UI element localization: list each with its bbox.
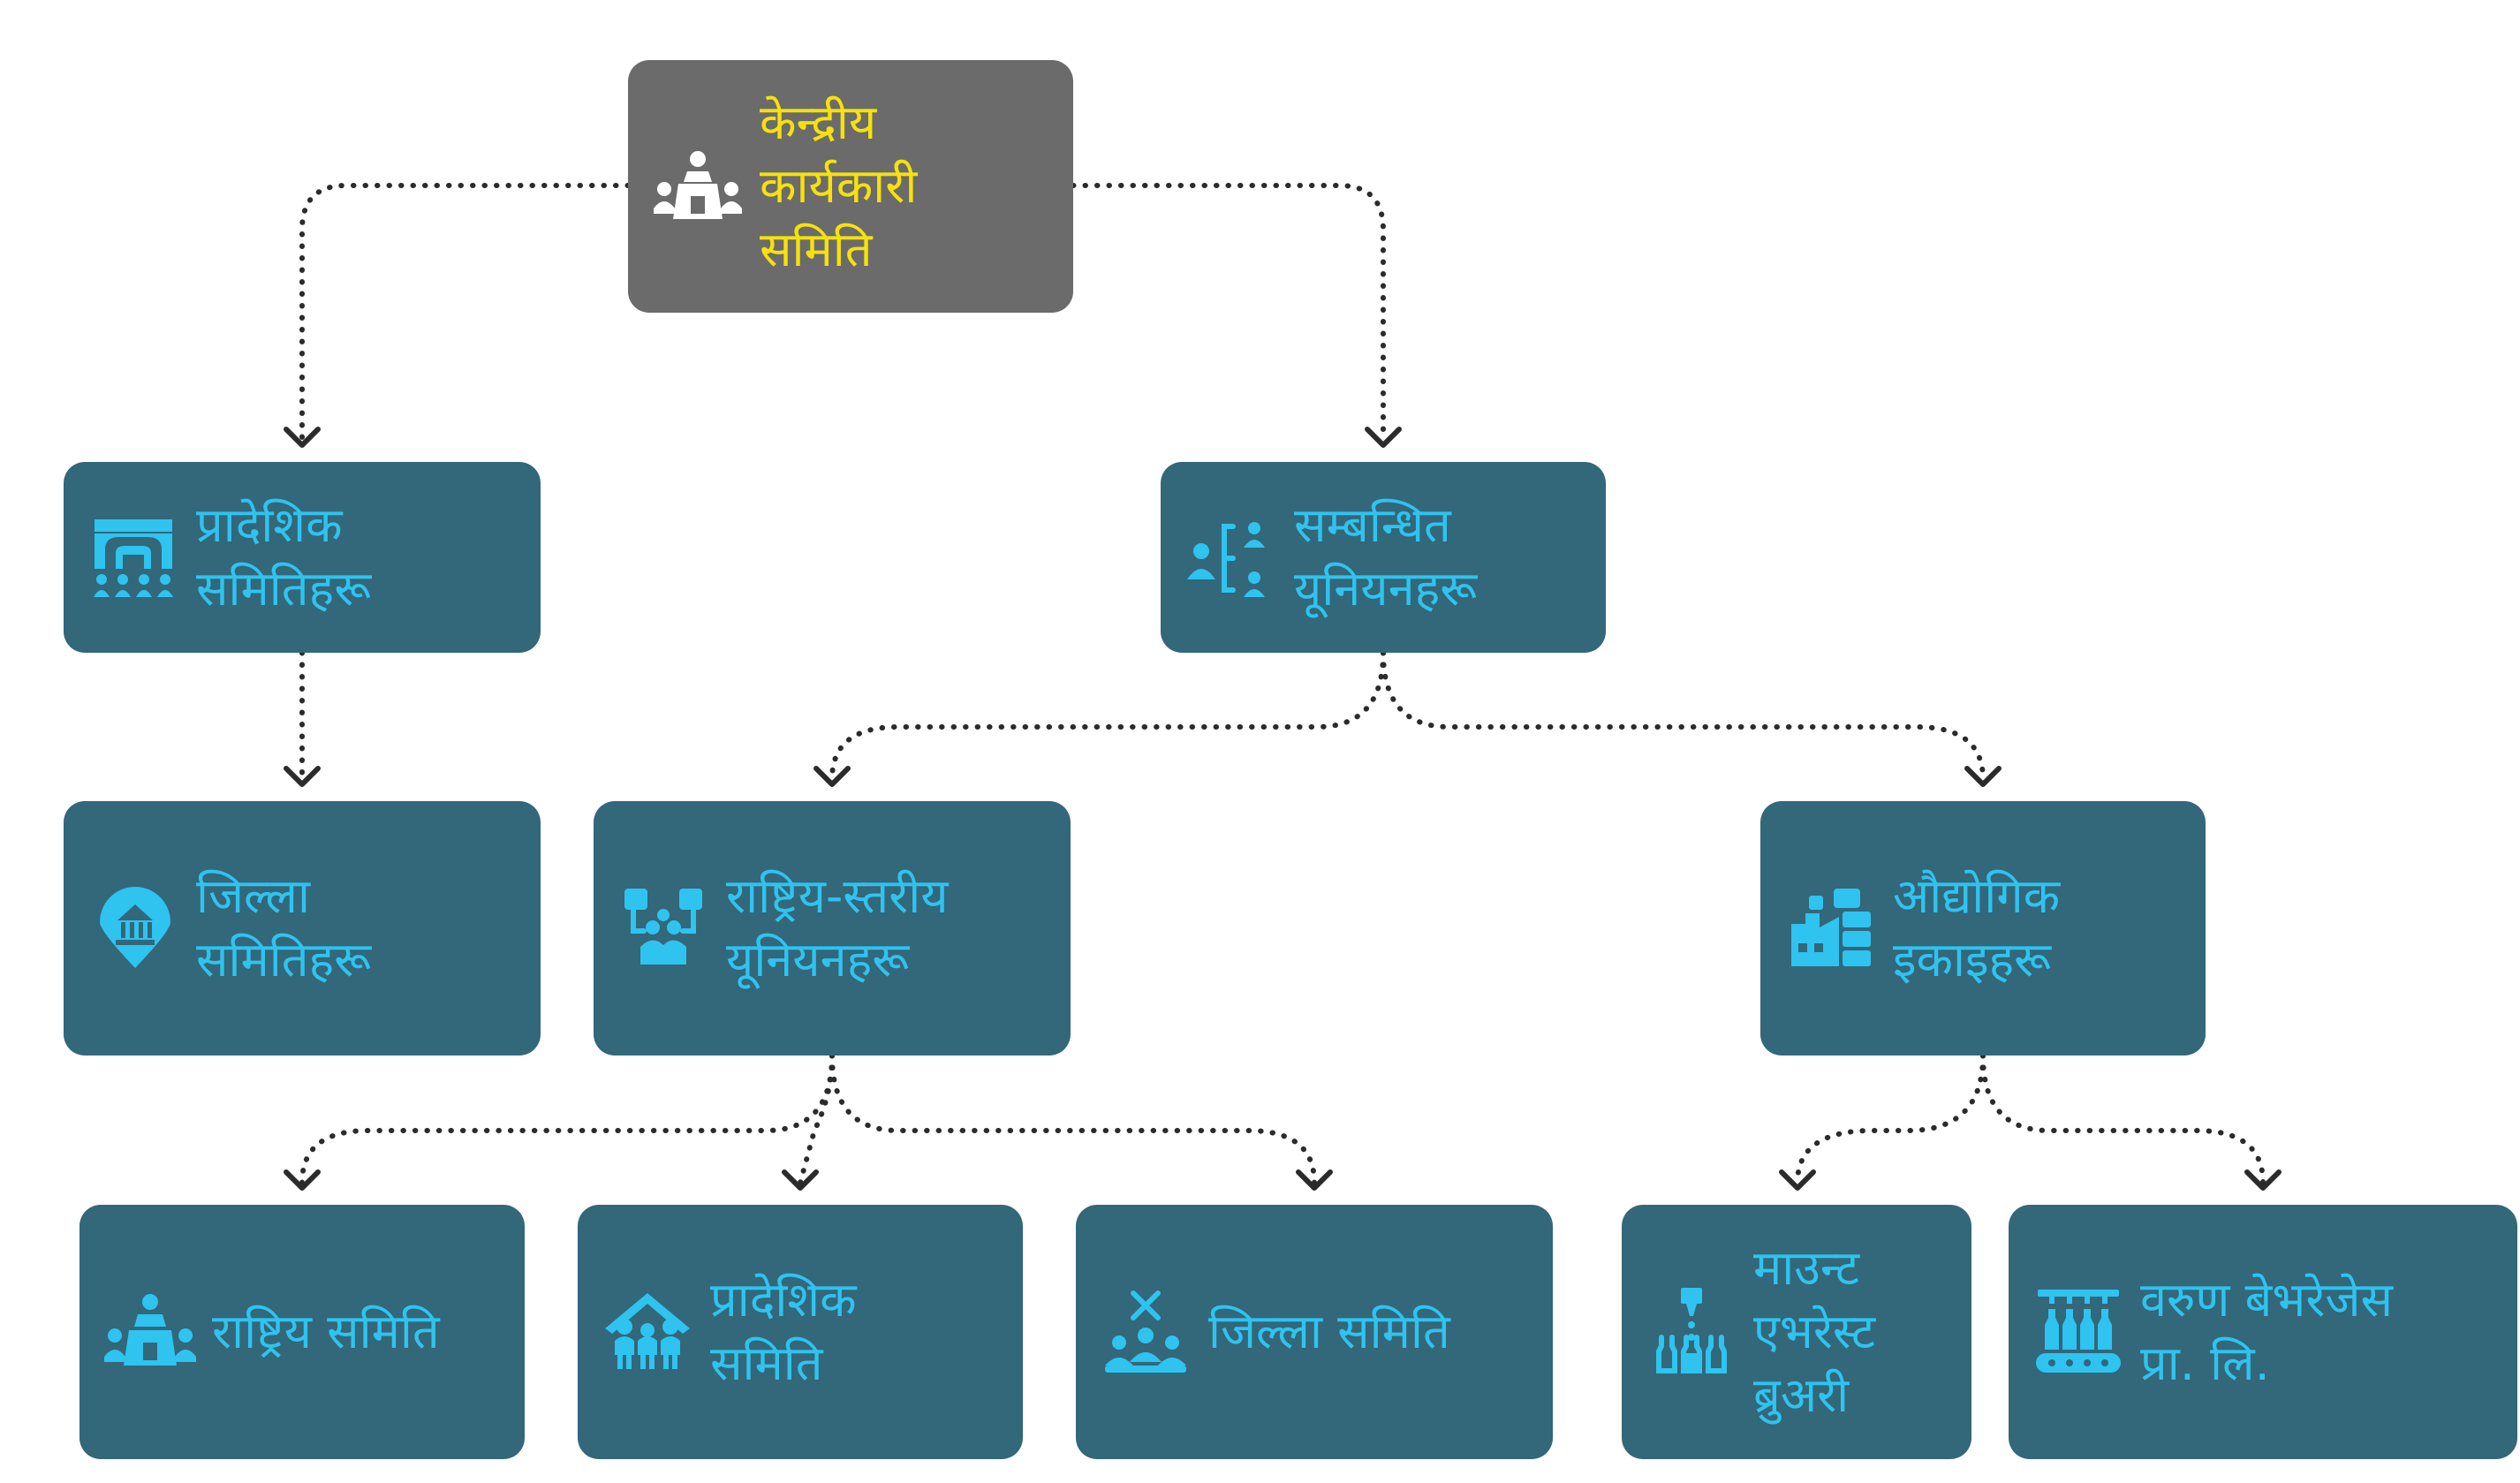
group-cross-icon bbox=[1105, 1290, 1186, 1373]
node-box bbox=[1760, 801, 2206, 1056]
arrowhead-district_committees bbox=[284, 766, 321, 787]
node-label-line: राष्ट्रिय समिति bbox=[212, 1304, 441, 1359]
connector-national_unions-to-national_committee bbox=[299, 1053, 835, 1185]
node-central[interactable]: केन्द्रीय कार्यकारी समिति bbox=[628, 60, 1073, 313]
node-varun-beverages[interactable]: वरुण बेभरेजेस प्रा. लि. bbox=[2009, 1205, 2517, 1459]
node-label-line: सम्बन्धित bbox=[1294, 497, 1452, 553]
arrowhead-mount_everest bbox=[1779, 1169, 1816, 1191]
node-affiliated-unions[interactable]: सम्बन्धित यूनियनहरू bbox=[1161, 462, 1606, 653]
node-district-committees[interactable]: जिल्ला समितिहरू bbox=[64, 801, 541, 1056]
connector-affiliated_unions-to-national_unions bbox=[829, 650, 1386, 782]
podium-people-icon bbox=[104, 1294, 196, 1366]
arrowhead-varun_beverages bbox=[2244, 1169, 2282, 1191]
connector-industrial_units-to-mount_everest bbox=[1795, 1053, 1986, 1185]
node-national-unions[interactable]: राष्ट्रिय-स्तरीय यूनियनहरू bbox=[594, 801, 1071, 1056]
node-label-line: केन्द्रीय bbox=[760, 95, 878, 150]
node-label-line: जिल्ला bbox=[196, 868, 311, 924]
node-box bbox=[79, 1205, 525, 1459]
node-label-line: समितिहरू bbox=[196, 561, 372, 617]
connector-central-to-provincial_committees bbox=[299, 183, 631, 443]
node-provincial-committees[interactable]: प्रादेशिक समितिहरू bbox=[64, 462, 541, 653]
node-label-line: माउन्ट bbox=[1753, 1240, 1860, 1296]
connector-industrial_units-to-varun_beverages bbox=[1980, 1053, 2266, 1185]
node-district-committee[interactable]: जिल्ला समिति bbox=[1076, 1205, 1553, 1459]
node-label-line: प्रादेशिक bbox=[196, 497, 344, 553]
node-label-line: प्रा. लि. bbox=[2140, 1335, 2270, 1391]
node-label-line: वरुण बेभरेजेस bbox=[2140, 1272, 2394, 1328]
node-box bbox=[1161, 462, 1606, 653]
node-provincial-committee[interactable]: प्रादेशिक समिति bbox=[578, 1205, 1023, 1459]
node-box bbox=[1622, 1205, 1971, 1459]
node-label-line: यूनियनहरू bbox=[1294, 561, 1478, 618]
meeting-people-icon bbox=[654, 151, 742, 219]
arrowhead-provincial_committee bbox=[782, 1169, 819, 1191]
node-box bbox=[2009, 1205, 2517, 1459]
connector-national_unions-to-district_committee bbox=[829, 1053, 1317, 1185]
node-box bbox=[64, 462, 541, 653]
arrowhead-industrial_units bbox=[1964, 766, 2002, 787]
node-label-line: समिति bbox=[710, 1335, 824, 1391]
node-box bbox=[594, 801, 1071, 1056]
org-people-icon bbox=[1187, 522, 1265, 597]
node-label-line: इकाइहरू bbox=[1893, 932, 2052, 987]
node-national-committee[interactable]: राष्ट्रिय समिति bbox=[79, 1205, 525, 1459]
node-label-line: ब्रुअरी bbox=[1753, 1367, 1850, 1425]
node-industrial-units[interactable]: औद्योगिक इकाइहरू bbox=[1760, 801, 2206, 1056]
arrowhead-district_committee bbox=[1296, 1169, 1333, 1191]
node-label-line: औद्योगिक bbox=[1893, 868, 2062, 924]
building-crowd-icon bbox=[94, 519, 173, 597]
location-pin-building-icon bbox=[100, 887, 170, 968]
node-box bbox=[578, 1205, 1023, 1459]
node-label-line: यूनियनहरू bbox=[726, 932, 910, 989]
factory-icon bbox=[1791, 889, 1871, 966]
node-layer: केन्द्रीय कार्यकारी समिति प्रादेशिक समितिहरू… bbox=[64, 60, 2517, 1459]
node-box bbox=[628, 60, 1073, 313]
connector-affiliated_unions-to-industrial_units bbox=[1381, 650, 1986, 782]
arrowhead-provincial_committees bbox=[284, 427, 321, 448]
connector-layer bbox=[284, 183, 2282, 1191]
node-label-line: समिति bbox=[760, 222, 874, 277]
node-label-line: कार्यकारी bbox=[760, 158, 918, 214]
arrowhead-national_committee bbox=[284, 1169, 321, 1191]
node-box bbox=[1076, 1205, 1553, 1459]
node-mount-everest[interactable]: माउन्ट एभरेस्ट ब्रुअरी bbox=[1622, 1205, 1971, 1459]
node-label-line: समितिहरू bbox=[196, 932, 372, 987]
node-box bbox=[64, 801, 541, 1056]
bottling-line-icon bbox=[1656, 1288, 1727, 1373]
connector-central-to-affiliated_unions bbox=[1071, 183, 1386, 443]
arrowhead-affiliated_unions bbox=[1365, 427, 1402, 448]
node-label-line: जिल्ला समिति bbox=[1208, 1304, 1451, 1359]
bottles-conveyor-icon bbox=[2036, 1290, 2121, 1373]
node-label-line: प्रादेशिक bbox=[710, 1272, 858, 1328]
node-label-line: राष्ट्रिय-स्तरीय bbox=[726, 868, 950, 924]
arrowhead-national_unions bbox=[814, 766, 851, 787]
node-label-line: एभरेस्ट bbox=[1753, 1304, 1876, 1359]
house-family-icon bbox=[605, 1293, 690, 1369]
union-people-icon bbox=[624, 889, 702, 965]
